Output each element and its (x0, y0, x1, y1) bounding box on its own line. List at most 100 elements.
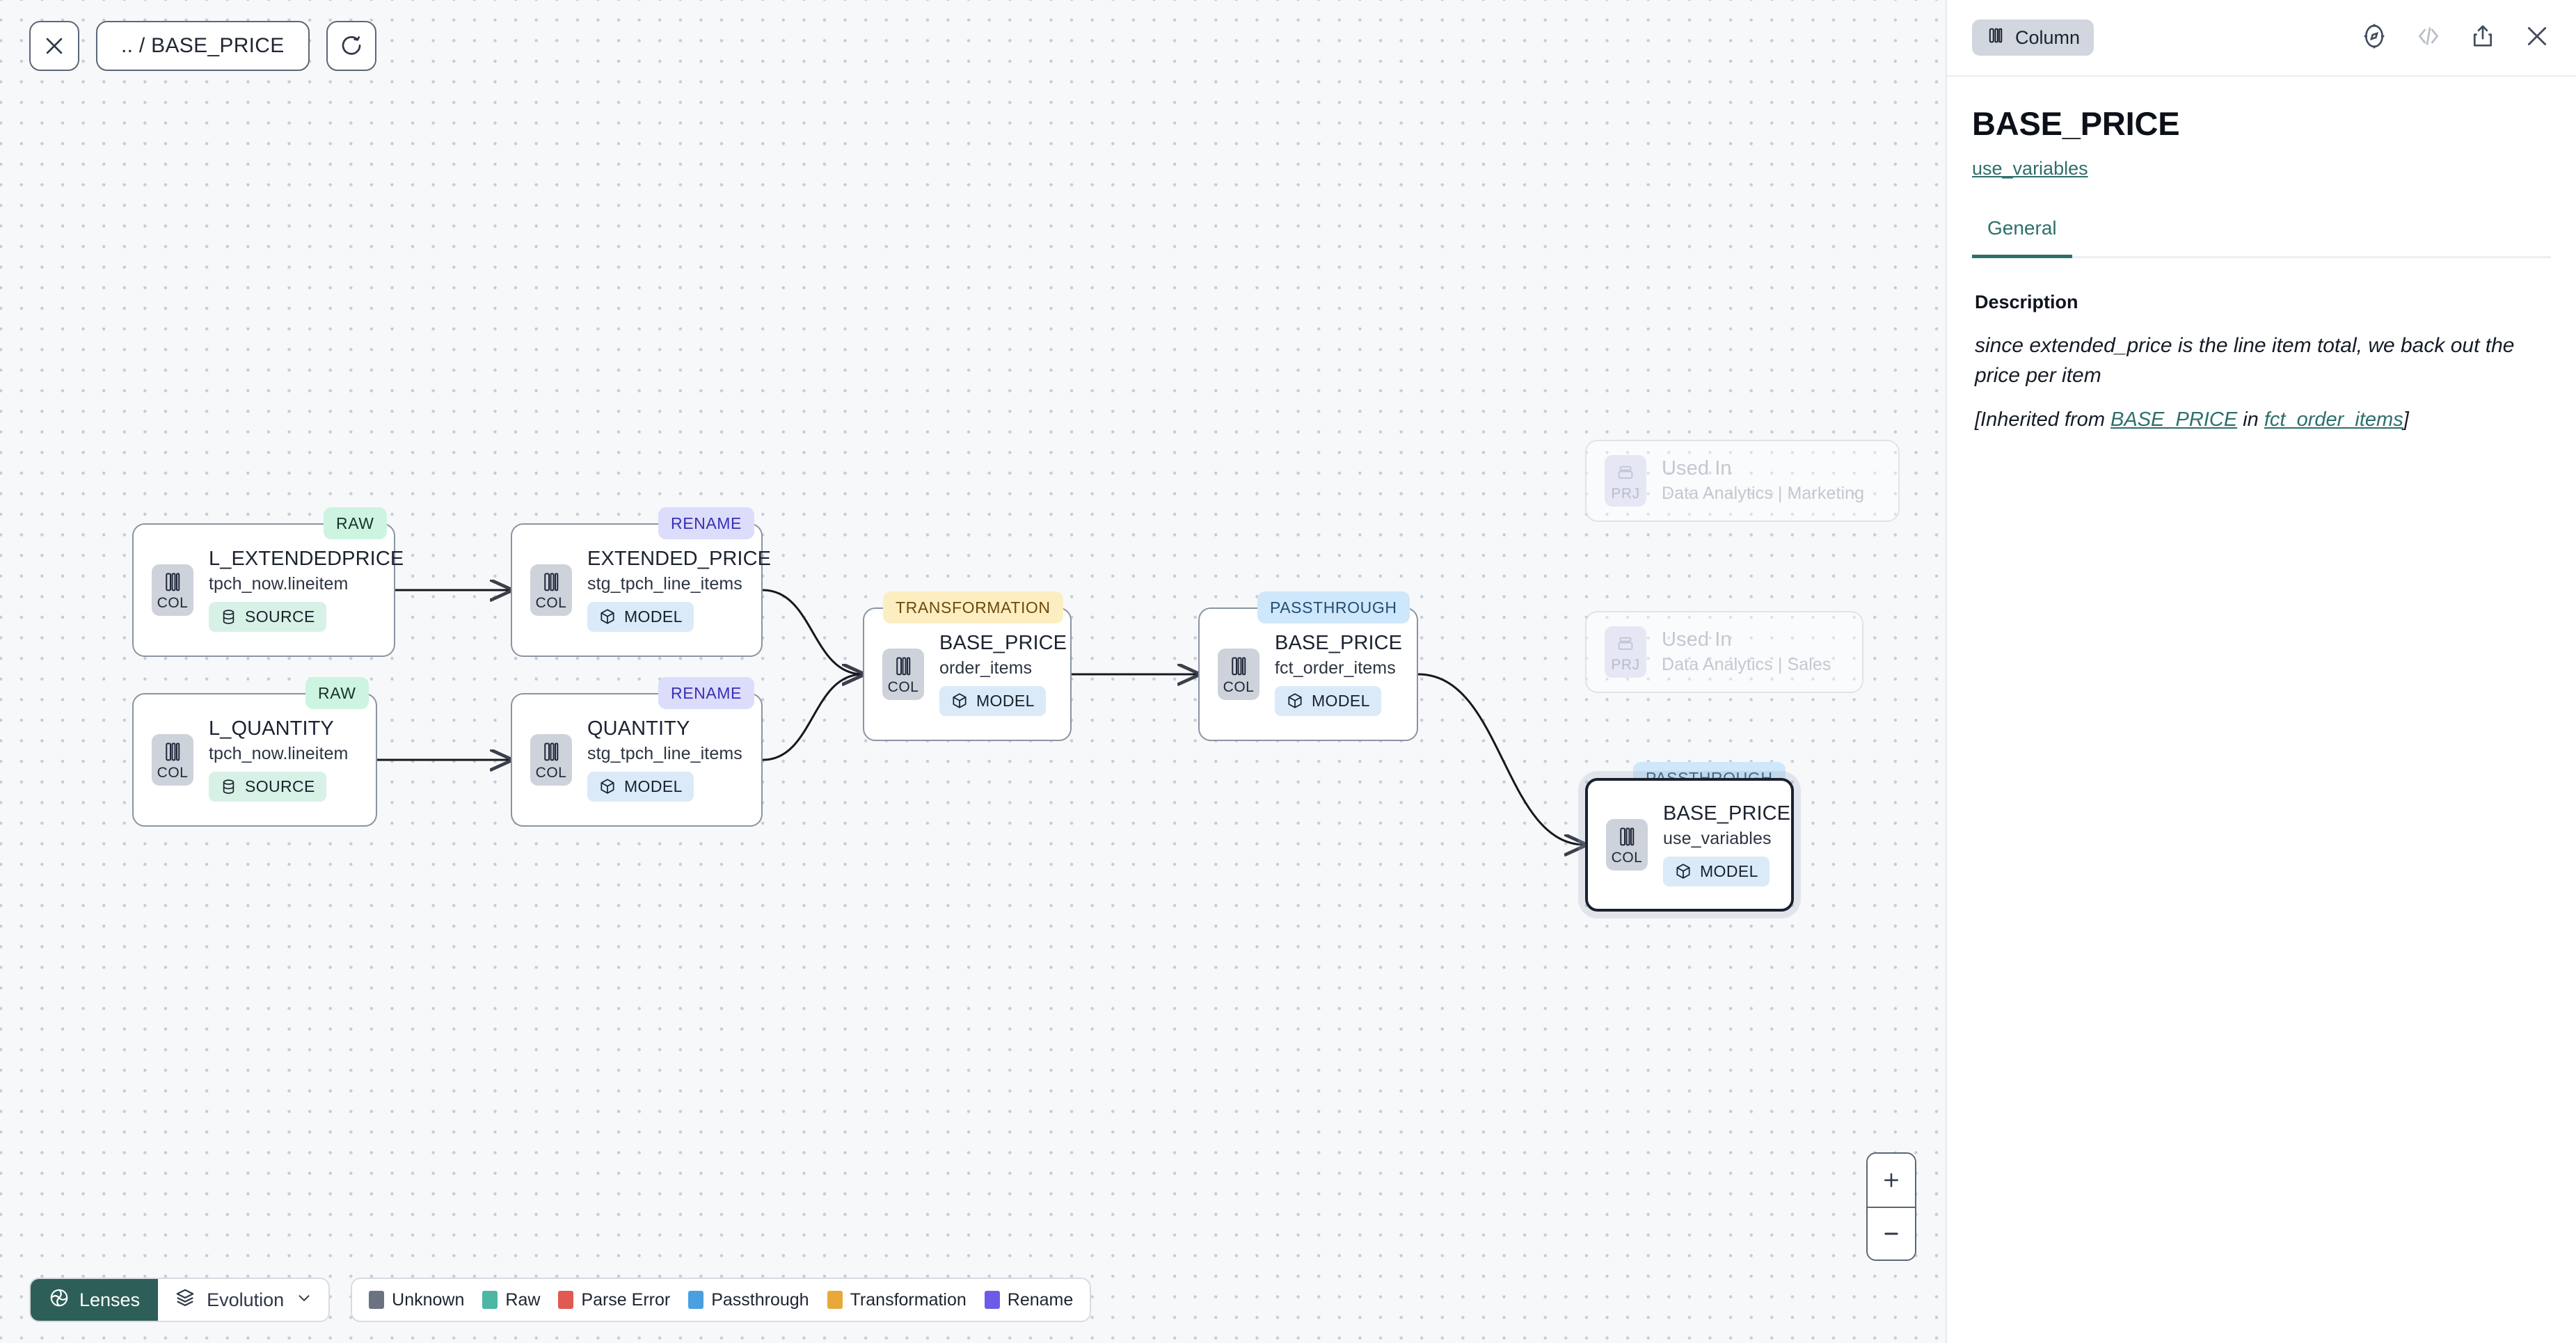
legend-swatch (688, 1291, 704, 1309)
used-in-project: Data Analytics | Marketing (1662, 484, 1865, 504)
panel-title-block: BASE_PRICE use_variables (1947, 77, 2576, 180)
model-icon (1674, 862, 1692, 880)
legend-label: Parse Error (581, 1289, 671, 1310)
node-kind-chip: MODEL (587, 771, 694, 802)
evolution-dropdown[interactable]: Evolution (158, 1279, 329, 1321)
zoom-out-button[interactable] (1868, 1207, 1915, 1259)
legend-label: Raw (505, 1289, 541, 1310)
tab-general[interactable]: General (1972, 217, 2072, 258)
legend-item-parse-error[interactable]: Parse Error (558, 1290, 670, 1310)
lineage-node-quantity[interactable]: COL QUANTITY stg_tpch_line_items MODEL (511, 693, 763, 827)
node-icon-code: COL (1223, 678, 1255, 695)
node-table-name: stg_tpch_line_items (587, 574, 742, 594)
model-icon (598, 607, 617, 626)
close-panel-button[interactable] (2519, 19, 2555, 56)
legend-label: Transformation (850, 1289, 967, 1310)
legend-item-passthrough[interactable]: Passthrough (688, 1290, 809, 1310)
node-kind-label: MODEL (1700, 861, 1758, 880)
explore-button[interactable] (2356, 19, 2392, 56)
details-panel: Column (1946, 0, 2576, 1343)
legend-label: Rename (1007, 1289, 1074, 1310)
source-icon (220, 608, 237, 626)
node-kind-chip: MODEL (587, 601, 694, 632)
model-icon (951, 692, 969, 710)
node-table-name: stg_tpch_line_items (587, 744, 742, 764)
zoom-controls (1866, 1152, 1916, 1261)
node-icon-code: PRJ (1611, 485, 1640, 502)
column-glyph-icon (541, 571, 562, 594)
used-in-node[interactable]: PRJ Used In Data Analytics | Marketing (1585, 440, 1900, 522)
model-icon (1286, 692, 1304, 710)
node-status-badge: RENAME (658, 677, 755, 709)
node-status-badge: PASSTHROUGH (1257, 591, 1410, 623)
inherited-note: [Inherited from BASE_PRICE in fct_order_… (1975, 408, 2548, 431)
inherited-mid: in (2237, 408, 2264, 431)
entity-kind-pill[interactable]: Column (1972, 19, 2094, 56)
node-icon-code: COL (887, 678, 919, 695)
legend-item-rename[interactable]: Rename (984, 1289, 1074, 1310)
legend-item-transformation[interactable]: Transformation (827, 1290, 967, 1310)
evolution-label: Evolution (207, 1289, 285, 1310)
breadcrumb[interactable]: .. / BASE_PRICE (96, 21, 310, 71)
lineage-node-l_extendedprice[interactable]: COL L_EXTENDEDPRICE tpch_now.lineitem SO… (132, 523, 404, 657)
used-in-label: Used In (1662, 628, 1732, 651)
column-glyph-icon (541, 740, 562, 764)
node-kind-label: MODEL (976, 691, 1035, 710)
panel-tabs: General (1972, 217, 2551, 258)
panel-header: Column (1947, 0, 2576, 77)
used-in-node[interactable]: PRJ Used In Data Analytics | Sales (1585, 611, 1863, 693)
project-icon: PRJ (1605, 455, 1646, 507)
node-icon-code: PRJ (1611, 656, 1640, 673)
code-button[interactable] (2410, 19, 2447, 56)
column-type-icon: COL (1606, 819, 1648, 871)
column-glyph-icon (162, 740, 183, 764)
lineage-node-fct_order_items[interactable]: COL BASE_PRICE fct_order_items MODEL (1198, 607, 1418, 741)
node-kind-label: MODEL (1312, 691, 1370, 710)
legend-swatch (984, 1291, 1000, 1309)
aperture-icon (49, 1287, 70, 1313)
node-table-name: tpch_now.lineitem (209, 744, 349, 764)
close-lineage-button[interactable] (29, 21, 79, 71)
share-button[interactable] (2465, 19, 2501, 56)
node-table-name: fct_order_items (1275, 658, 1396, 678)
column-icon (1986, 26, 2005, 50)
node-icon-code: COL (157, 594, 189, 611)
column-type-icon: COL (530, 564, 572, 616)
lineage-node-l_quantity[interactable]: COL L_QUANTITY tpch_now.lineitem SOURCE (132, 693, 377, 827)
lineage-node-use_variables[interactable]: COL BASE_PRICE use_variables MODEL (1585, 778, 1794, 912)
node-kind-chip: MODEL (1663, 856, 1770, 887)
column-type-icon: COL (530, 734, 572, 786)
node-status-badge: RAW (305, 677, 369, 709)
panel-content: Description since extended_price is the … (1947, 258, 2576, 431)
lineage-node-extended_price[interactable]: COL EXTENDED_PRICE stg_tpch_line_items M… (511, 523, 771, 657)
column-glyph-icon (1228, 655, 1249, 678)
column-type-icon: COL (152, 734, 193, 786)
column-glyph-icon (162, 571, 183, 594)
source-icon (220, 778, 237, 795)
lenses-button[interactable]: Lenses (31, 1279, 159, 1321)
node-status-badge: RENAME (658, 507, 755, 539)
refresh-button[interactable] (326, 21, 376, 71)
parent-model-link[interactable]: use_variables (1972, 158, 2088, 179)
canvas-toolbar: .. / BASE_PRICE (29, 21, 376, 71)
inherited-column-link[interactable]: BASE_PRICE (2110, 408, 2238, 431)
node-column-name: QUANTITY (587, 717, 690, 740)
zoom-in-button[interactable] (1868, 1154, 1915, 1207)
legend-item-raw[interactable]: Raw (482, 1290, 540, 1310)
inherited-suffix: ] (2403, 408, 2409, 431)
legend-label: Passthrough (711, 1289, 809, 1310)
entity-kind-label: Column (2015, 26, 2081, 48)
legend-swatch (827, 1291, 843, 1309)
lenses-group: Lenses Evolution (29, 1278, 331, 1322)
node-table-name: tpch_now.lineitem (209, 574, 349, 594)
lineage-canvas[interactable]: .. / BASE_PRICE PRJ Used In Data Analyti… (0, 0, 1946, 1343)
legend-item-unknown[interactable]: Unknown (369, 1290, 464, 1310)
description-text: since extended_price is the line item to… (1975, 334, 2515, 387)
inherited-model-link[interactable]: fct_order_items (2264, 408, 2403, 431)
node-column-name: EXTENDED_PRICE (587, 548, 772, 571)
explore-icon (2360, 22, 2388, 54)
lineage-node-order_items[interactable]: COL BASE_PRICE order_items MODEL (863, 607, 1072, 741)
node-kind-label: SOURCE (245, 777, 315, 795)
legend-swatch (369, 1291, 385, 1309)
legend-swatch (558, 1291, 574, 1309)
